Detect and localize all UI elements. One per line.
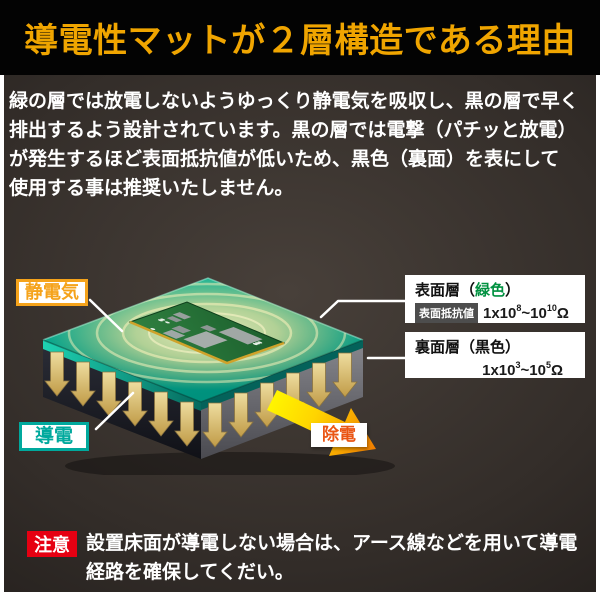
back-value-sup1: 3 xyxy=(515,360,521,370)
back-layer-callout: 裏面層（黒色） 1x103~105Ω xyxy=(405,332,585,379)
surface-value-sup1: 8 xyxy=(516,303,522,313)
back-value-unit: Ω xyxy=(550,362,563,379)
surface-layer-callout: 表面層（緑色） 表面抵抗値 1x108~1010Ω xyxy=(405,275,585,323)
caution-text-line: 経路を確保してくだい。 xyxy=(86,562,294,583)
page-title: 導電性マットが２層構造である理由 xyxy=(24,22,576,60)
surface-value-base1: 1x10 xyxy=(483,305,517,322)
caution-text-line: 設置床面が導電しない場合は、アース線などを用いて導電 xyxy=(86,533,578,554)
content-panel: 緑の層では放電しないようゆっくり静電気を吸収し、黒の層で早く 排出するよう設計さ… xyxy=(4,75,596,592)
description-line: 使用する事は推奨いたしません。 xyxy=(9,178,294,199)
back-value-base1: 1x10 xyxy=(482,362,516,379)
description-line: が発生するほど表面抵抗値が低いため、黒色（裏面）を表にして xyxy=(9,149,560,170)
surface-layer-title: 表面層（緑色） xyxy=(415,279,579,300)
surface-value-unit: Ω xyxy=(556,305,569,322)
callout-lines xyxy=(88,298,407,431)
description-line: 排出するよう設計されています。黒の層では電撃（パチッと放電） xyxy=(9,120,577,141)
surface-title-green: 緑色 xyxy=(475,282,506,299)
back-resistance-value: 1x103~105Ω xyxy=(415,360,575,379)
discharge-label: 除電 xyxy=(311,423,367,447)
conduction-label: 導電 xyxy=(19,422,90,451)
surface-value-base2: ~10 xyxy=(521,305,547,322)
surface-resistance-row: 表面抵抗値 1x108~1010Ω xyxy=(415,303,579,323)
back-value-sup2: 5 xyxy=(545,360,551,370)
surface-title-suffix: ） xyxy=(505,282,521,299)
mat-shadow xyxy=(65,452,395,475)
back-value-base2: ~10 xyxy=(520,362,546,379)
header-banner: 導電性マットが２層構造である理由 xyxy=(0,0,600,75)
caution-text: 設置床面が導電しない場合は、アース線などを用いて導電 経路を確保してくだい。 xyxy=(86,529,577,587)
circuit-board xyxy=(130,302,284,363)
surface-value-sup2: 10 xyxy=(546,303,557,313)
surface-title-prefix: 表面層（ xyxy=(415,282,476,299)
callout-line-static xyxy=(88,298,124,333)
description-paragraph: 緑の層では放電しないようゆっくり静電気を吸収し、黒の層で早く 排出するよう設計さ… xyxy=(9,87,593,203)
surface-resistance-badge: 表面抵抗値 xyxy=(415,303,478,323)
callout-line-surface xyxy=(319,299,407,319)
surface-resistance-value: 1x108~1010Ω xyxy=(483,303,569,322)
description-line: 緑の層では放電しないようゆっくり静電気を吸収し、黒の層で早く xyxy=(9,91,579,112)
static-electricity-label: 静電気 xyxy=(16,279,88,306)
caution-badge: 注意 xyxy=(27,531,77,557)
callout-line-conduction xyxy=(94,391,135,431)
mat-diagram xyxy=(42,265,407,475)
back-layer-title: 裏面層（黒色） xyxy=(415,339,521,356)
